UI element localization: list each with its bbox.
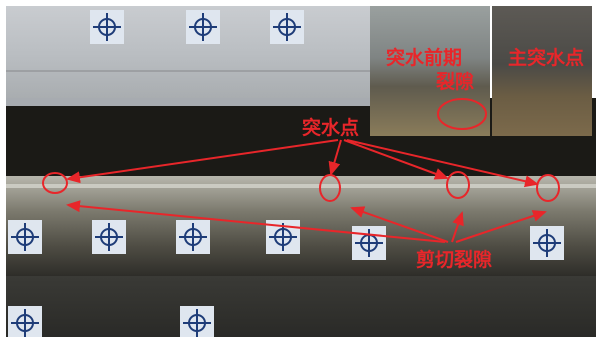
early-fissure-circle: [437, 98, 487, 130]
target-marker: [8, 220, 42, 254]
target-marker: [90, 10, 124, 44]
shear-fissure-arrow: [455, 210, 547, 243]
water-point-circle: [446, 171, 470, 199]
water-points-label: 突水点: [302, 117, 360, 139]
target-marker: [270, 10, 304, 44]
target-marker: [8, 306, 42, 337]
lower-glass-band: [6, 276, 596, 337]
upper-crack-line: [6, 70, 370, 72]
water-point-arrow: [66, 139, 339, 184]
water-point-circle: [42, 172, 68, 194]
glass-edge-line: [6, 184, 596, 188]
water-point-circle: [536, 174, 560, 202]
shear-fissure-arrow: [66, 200, 446, 243]
water-point-arrow: [346, 139, 539, 188]
early-fissure-label: 突水前期: [386, 47, 463, 69]
target-marker: [92, 220, 126, 254]
shear-fissure-arrow: [350, 206, 449, 243]
main-water-point-label: 主突水点: [508, 47, 585, 69]
target-marker: [352, 226, 386, 260]
early-fissure-label-line2: 裂隙: [436, 71, 475, 93]
target-marker: [530, 226, 564, 260]
target-marker: [176, 220, 210, 254]
target-marker: [186, 10, 220, 44]
water-point-arrow: [328, 139, 342, 176]
inset-photo-main-point: [492, 6, 592, 136]
water-point-arrow: [343, 139, 449, 180]
glass-ledge: [6, 98, 370, 106]
shear-fissure-arrow: [451, 211, 464, 243]
target-marker: [180, 306, 214, 337]
water-point-circle: [319, 174, 341, 202]
shear-fissures-label: 剪切裂隙: [416, 249, 493, 271]
inset-photo-early-fissure: [370, 6, 490, 136]
